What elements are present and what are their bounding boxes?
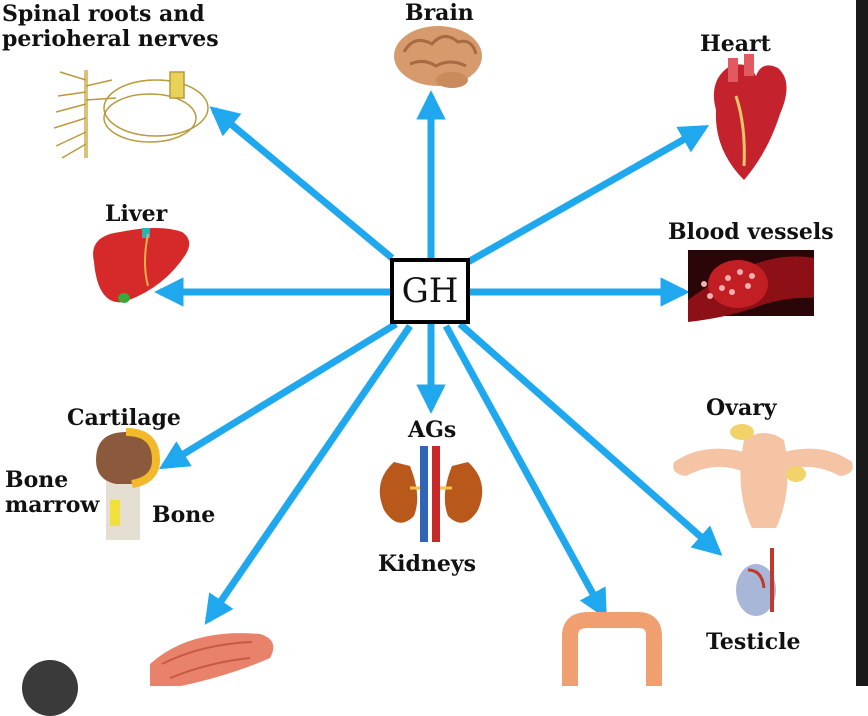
ovary-icon	[673, 424, 853, 528]
testicle-icon	[736, 548, 776, 616]
gh-center-box: GH	[390, 258, 470, 324]
label-spinal-roots: Spinal roots and perioheral nerves	[2, 1, 219, 53]
intestine-icon	[562, 612, 662, 686]
arrow-to-testicle	[457, 321, 723, 556]
brain-icon	[394, 26, 482, 88]
label-ags: AGs	[408, 417, 457, 443]
arrow-to-heart	[466, 124, 710, 266]
label-bone: Bone	[152, 502, 216, 528]
label-brain: Brain	[405, 0, 474, 26]
kidney-icon	[379, 446, 483, 542]
arrow-to-bone	[158, 321, 398, 470]
window-edge	[856, 0, 868, 686]
label-cartilage: Cartilage	[67, 405, 181, 431]
arrow-to-intestine	[442, 324, 608, 620]
liver-icon	[93, 228, 190, 303]
nerve-icon	[53, 70, 209, 159]
label-ovary: Ovary	[706, 395, 777, 421]
arrow-to-muscle	[204, 324, 413, 625]
bone-icon	[96, 428, 161, 540]
overlay-button[interactable]	[22, 660, 78, 716]
label-heart: Heart	[700, 31, 771, 57]
muscle-icon	[150, 633, 274, 686]
heart-icon	[713, 54, 787, 180]
blood-vessel-icon	[688, 250, 814, 322]
label-bone-marrow: Bone marrow	[5, 467, 100, 519]
label-liver: Liver	[105, 201, 168, 227]
gh-label: GH	[401, 271, 459, 311]
label-testicle: Testicle	[706, 629, 801, 655]
arrow-to-spinal	[209, 106, 395, 261]
arrows	[154, 90, 723, 625]
label-kidneys: Kidneys	[378, 551, 477, 577]
diagram-canvas	[53, 26, 853, 686]
label-blood-vessels: Blood vessels	[668, 219, 834, 245]
